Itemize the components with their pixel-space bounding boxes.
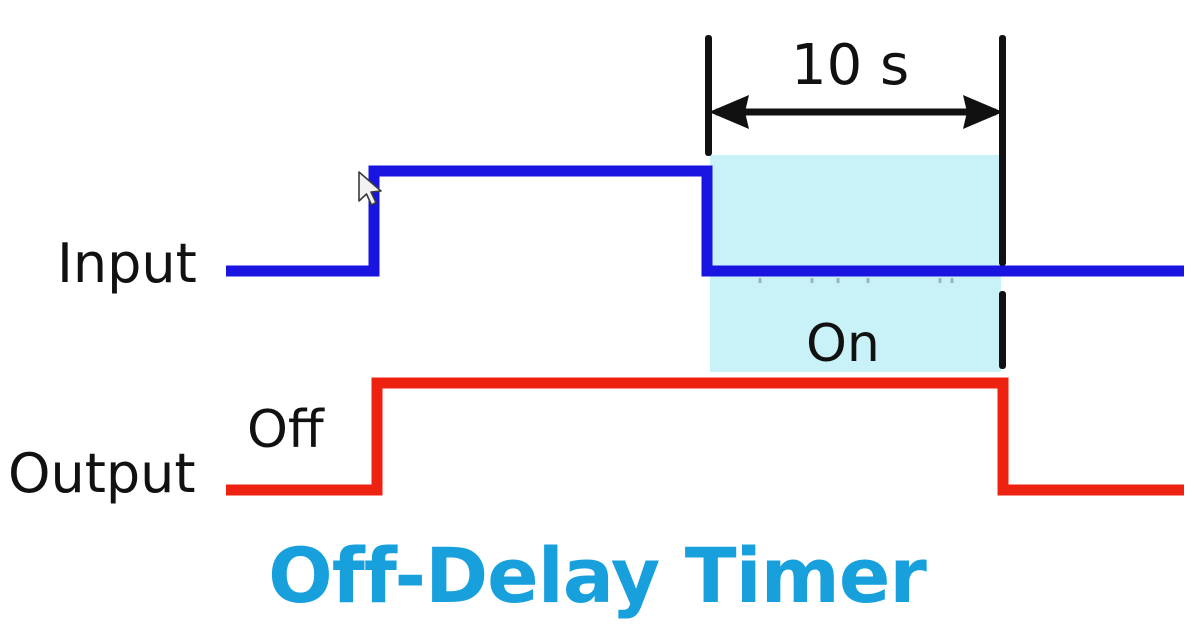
output-on-state-label: On xyxy=(806,314,880,374)
baseline-tick-marks xyxy=(758,278,954,283)
input-waveform xyxy=(226,165,1184,277)
output-off-state-label: Off xyxy=(247,400,324,460)
delay-window-highlight xyxy=(710,155,1001,372)
input-signal-label: Input xyxy=(57,232,197,295)
delay-start-tick-marker xyxy=(705,35,712,156)
delay-duration-label: 10 s xyxy=(791,33,910,98)
delay-end-tick-marker-upper xyxy=(999,35,1006,266)
output-signal-label: Output xyxy=(8,442,196,505)
output-waveform xyxy=(226,377,1184,496)
page-title: Off-Delay Timer xyxy=(268,531,927,620)
delay-end-tick-marker-lower xyxy=(999,291,1006,369)
duration-arrow xyxy=(709,95,1003,129)
